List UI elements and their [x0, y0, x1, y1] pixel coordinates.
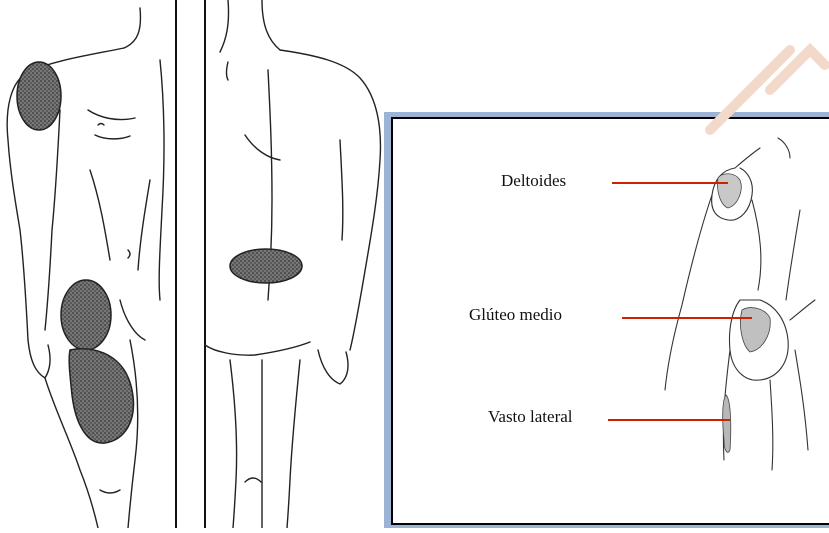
front-abdomen-line: [90, 170, 110, 260]
panel-divider: [176, 0, 205, 528]
front-vastus-region: [69, 349, 133, 443]
inset-panel: [384, 112, 829, 528]
label-gluteo-medio: Glúteo medio: [469, 306, 562, 323]
back-neck-right: [262, 0, 280, 50]
front-deltoid-region: [17, 62, 61, 130]
back-leg-right: [287, 360, 300, 528]
back-buttock-line: [205, 342, 310, 355]
front-pelvis-line: [120, 300, 145, 340]
back-arm-inner: [340, 140, 343, 240]
front-neck-line: [124, 8, 140, 48]
front-hand: [28, 340, 50, 378]
back-shoulder-arm: [280, 50, 380, 350]
inset-vastus-muscle: [723, 395, 731, 452]
front-pec-line: [95, 135, 130, 139]
front-knee: [100, 490, 120, 493]
front-arm-inner: [45, 110, 60, 330]
back-hand: [318, 350, 348, 384]
label-deltoides: Deltoides: [501, 172, 566, 189]
back-leg-left: [230, 360, 237, 528]
label-vasto-lateral: Vasto lateral: [488, 408, 573, 425]
front-nipple: [98, 124, 104, 126]
front-navel: [128, 250, 130, 258]
back-gluteal-region: [230, 249, 302, 283]
front-leg-inner: [128, 340, 138, 528]
back-neck-left: [220, 0, 229, 52]
front-chest-line: [88, 110, 135, 120]
back-scapula: [245, 135, 280, 160]
front-abdomen-line-2: [138, 180, 150, 270]
back-shoulder-left: [227, 62, 229, 80]
back-knee: [245, 478, 261, 482]
front-torso-side: [159, 60, 164, 300]
front-gluteal-region: [61, 280, 111, 350]
